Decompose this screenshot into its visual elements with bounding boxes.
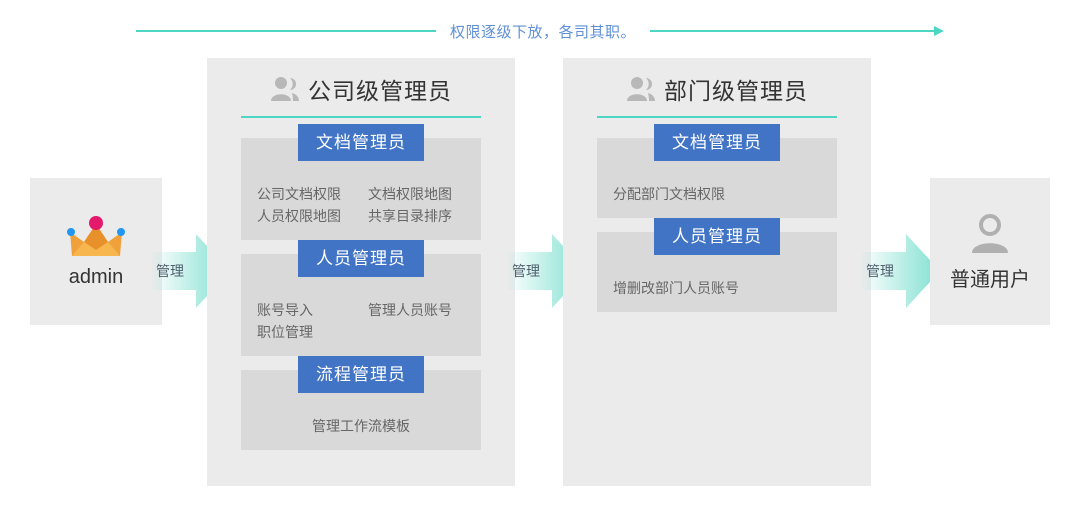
- person-icon: [967, 211, 1013, 257]
- company-panel-rule: [241, 116, 481, 118]
- card-badge[interactable]: 人员管理员: [654, 218, 780, 255]
- card-badge[interactable]: 文档管理员: [654, 124, 780, 161]
- card-badge[interactable]: 人员管理员: [298, 240, 424, 277]
- card-body: 管理工作流模板: [241, 370, 481, 450]
- banner-text: 权限逐级下放，各司其职。: [449, 23, 636, 41]
- dept-panel-title: 部门级管理员: [664, 78, 808, 104]
- card-item: 职位管理: [257, 324, 313, 340]
- company-panel-header: 公司级管理员: [207, 64, 515, 114]
- arrow-dept-to-user: 管理: [862, 234, 940, 308]
- end-user-node[interactable]: 普通用户: [930, 178, 1050, 325]
- card-item: 公司文档权限: [257, 186, 341, 202]
- card-body: 增删改部门人员账号: [597, 232, 837, 312]
- card-company-flow-admin[interactable]: 流程管理员 管理工作流模板: [241, 356, 481, 450]
- card-item: 管理人员账号: [368, 302, 452, 318]
- card-item: 共享目录排序: [368, 208, 452, 224]
- crown-icon: [66, 214, 126, 260]
- company-panel-title: 公司级管理员: [308, 78, 452, 104]
- top-banner: 权限逐级下放，各司其职。: [0, 16, 1080, 46]
- card-item: 分配部门文档权限: [613, 186, 725, 202]
- banner-arrow-icon: [934, 26, 944, 36]
- dept-card-list: 文档管理员 分配部门文档权限 人员管理员 增删改部门人员账号: [563, 124, 871, 312]
- card-body: 账号导入 管理人员账号 职位管理: [241, 254, 481, 356]
- card-item: 账号导入: [257, 302, 313, 318]
- company-card-list: 文档管理员 公司文档权限 文档权限地图 人员权限地图 共享目录排序 人员管理员 …: [207, 124, 515, 450]
- company-level-panel: 公司级管理员 文档管理员 公司文档权限 文档权限地图 人员权限地图 共享目录排序…: [207, 58, 515, 486]
- card-company-people-admin[interactable]: 人员管理员 账号导入 管理人员账号 职位管理: [241, 240, 481, 356]
- card-item: 增删改部门人员账号: [613, 280, 739, 296]
- end-user-label: 普通用户: [950, 269, 1030, 291]
- group-icon: [270, 76, 300, 102]
- card-company-doc-admin[interactable]: 文档管理员 公司文档权限 文档权限地图 人员权限地图 共享目录排序: [241, 124, 481, 240]
- arrow-3-label: 管理: [866, 263, 894, 279]
- group-icon: [626, 76, 656, 102]
- card-body: 公司文档权限 文档权限地图 人员权限地图 共享目录排序: [241, 138, 481, 240]
- arrow-2-label: 管理: [512, 263, 540, 279]
- card-dept-doc-admin[interactable]: 文档管理员 分配部门文档权限: [597, 124, 837, 218]
- card-badge[interactable]: 流程管理员: [298, 356, 424, 393]
- banner-line-left: [135, 30, 436, 32]
- arrow-1-label: 管理: [156, 263, 184, 279]
- dept-panel-header: 部门级管理员: [563, 64, 871, 114]
- card-body: 分配部门文档权限: [597, 138, 837, 218]
- card-item: 人员权限地图: [257, 208, 341, 224]
- card-item: 管理工作流模板: [312, 418, 410, 434]
- admin-label: admin: [68, 266, 124, 288]
- dept-panel-rule: [597, 116, 837, 118]
- admin-node[interactable]: admin: [30, 178, 162, 325]
- banner-line-right: [650, 30, 935, 32]
- department-level-panel: 部门级管理员 文档管理员 分配部门文档权限 人员管理员 增删改部门人员账号: [563, 58, 871, 486]
- card-dept-people-admin[interactable]: 人员管理员 增删改部门人员账号: [597, 218, 837, 312]
- card-item: 文档权限地图: [368, 186, 452, 202]
- card-badge[interactable]: 文档管理员: [298, 124, 424, 161]
